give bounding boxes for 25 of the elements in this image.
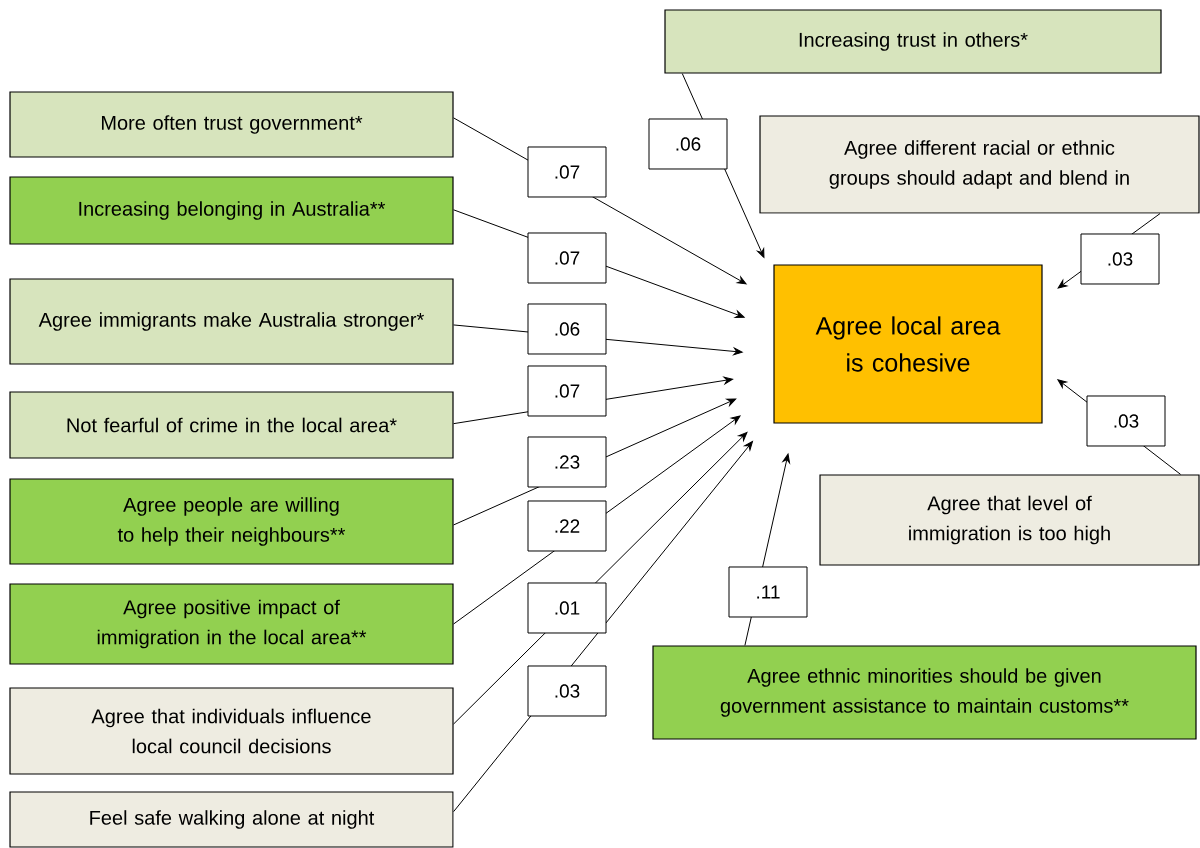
factor-box: More often trust government* (9, 91, 454, 158)
factor-box: Agree immigrants make Australia stronger* (9, 278, 454, 365)
factor-box: Feel safe walking alone at night (9, 791, 454, 848)
factor-box: Not fearful of crime in the local area* (9, 391, 454, 459)
edge-label: .11 (728, 566, 808, 618)
factor-box: Agree ethnic minorities should be given government assistance to maintain customs** (652, 645, 1197, 740)
edge-label: .03 (1086, 395, 1166, 447)
edge-label: .06 (648, 118, 728, 170)
factor-box: Agree positive impact of immigration in the local area** (9, 583, 454, 665)
edge-label: .03 (1080, 233, 1160, 285)
factor-box: Agree people are willing to help their neighbours** (9, 478, 454, 565)
edge-label: .22 (527, 500, 607, 552)
factor-box: Agree different racial or ethnic groups should adapt and blend in (759, 115, 1200, 214)
edge-label: .23 (527, 436, 607, 488)
outcome-box: Agree local area is cohesive (773, 264, 1043, 424)
factor-box: Increasing belonging in Australia** (9, 176, 454, 245)
factor-box: Increasing trust in others* (664, 9, 1162, 74)
edge-label: .07 (527, 365, 607, 417)
edge-label: .07 (527, 146, 607, 198)
edge-label: .06 (527, 303, 607, 355)
factor-box: Agree that individuals influence local council decisions (9, 687, 454, 775)
edge-label: .03 (527, 665, 607, 717)
edge-label: .01 (527, 582, 607, 634)
factor-box: Agree that level of immigration is too high (819, 474, 1200, 566)
edge-label: .07 (527, 232, 607, 284)
